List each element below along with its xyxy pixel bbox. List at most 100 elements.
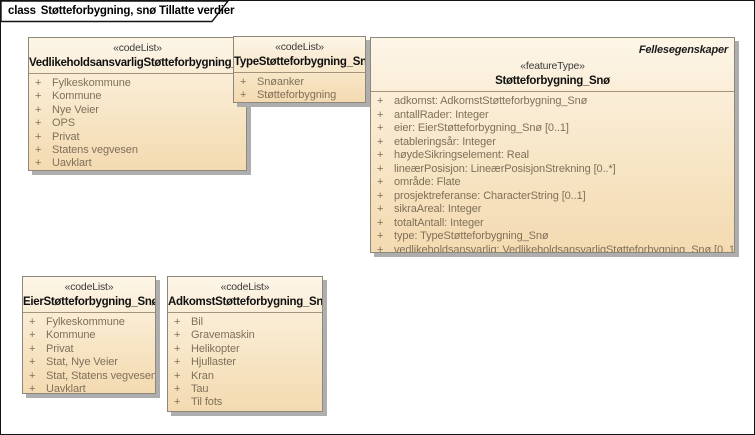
visibility-marker: +	[377, 243, 384, 253]
visibility-marker: +	[377, 230, 384, 242]
attribute-text: prosjektreferanse: CharacterString [0..1…	[394, 189, 586, 202]
codelist-type-stotteforbygning-sno[interactable]: «codeList» TypeStøtteforbygning_Snø +Snø…	[233, 36, 366, 103]
class-header: «codeList» AdkomstStøtteforbygning_Snø	[168, 277, 322, 313]
attribute-text: Fylkeskommune	[46, 316, 125, 328]
visibility-marker: +	[377, 216, 384, 229]
attribute-text: totaltAntall: Integer	[394, 216, 484, 229]
attribute-text: sikraAreal: Integer	[394, 203, 482, 215]
attribute-text: vedlikeholdsansvarlig: Vedlikeholdsansva…	[394, 243, 735, 253]
attribute-row: + Statens vegvesen	[29, 144, 246, 157]
class-header: Fellesegenskaper «featureType» Støttefor…	[371, 38, 734, 92]
visibility-marker: +	[35, 144, 42, 157]
codelist-eier-stotteforbygning-sno[interactable]: «codeList» EierStøtteforbygning_Snø + Fyl…	[22, 276, 156, 394]
attribute-text: Til fots	[191, 396, 223, 409]
visibility-marker: +	[35, 90, 42, 103]
attribute-text: Uavklart	[52, 157, 92, 170]
attribute-text: høydeSikringselement: Real	[394, 149, 529, 161]
attribute-row: +etableringsår: Integer	[371, 136, 734, 150]
attribute-row: + Uavklart	[23, 383, 155, 394]
fellesegenskaper-annotation: Fellesegenskaper	[638, 44, 728, 56]
attribute-text: eier: EierStøtteforbygning_Snø [0..1]	[394, 122, 569, 134]
visibility-marker: +	[29, 383, 36, 394]
attribute-text: type: TypeStøtteforbygning_Snø	[394, 230, 549, 242]
attribute-row: + vedlikeholdsansvarlig: Vedlikeholdsansv…	[371, 243, 735, 253]
visibility-marker: +	[29, 356, 36, 369]
visibility-marker: +	[174, 316, 181, 328]
visibility-marker: +	[35, 77, 42, 89]
attribute-row: + Stat, Statens vegvesen	[23, 370, 155, 383]
attribute-text: Privat	[46, 342, 74, 355]
codelist-adkomst-stotteforbygning-sno[interactable]: «codeList» AdkomstStøtteforbygning_Snø +…	[167, 276, 323, 412]
codelist-vedlikeholdsansvarlig-stotteforbygning-sno[interactable]: «codeList» VedlikeholdsansvarligStøttefo…	[28, 37, 247, 171]
stereotype-label: «codeList»	[64, 281, 114, 293]
visibility-marker: +	[377, 162, 384, 175]
attribute-row: + høydeSikringselement: Real	[371, 149, 734, 163]
attribute-text: Støtteforbygning	[257, 89, 337, 102]
visibility-marker: +	[174, 329, 181, 342]
attribute-text: Hjullaster	[191, 356, 236, 369]
visibility-marker: +	[377, 176, 384, 188]
attribute-row: +Helikopter	[168, 343, 322, 356]
stereotype-label: «codeList»	[220, 281, 270, 293]
class-header: «codeList» VedlikeholdsansvarligStøttefo…	[29, 38, 246, 74]
attribute-text: Stat, Nye Veier	[46, 356, 118, 369]
visibility-marker: +	[240, 76, 247, 88]
attribute-row: + antallRader: Integer	[371, 109, 734, 123]
visibility-marker: +	[174, 356, 181, 369]
attribute-text: OPS	[52, 117, 75, 130]
frame-keyword: class	[8, 5, 36, 17]
attribute-text: Privat	[52, 130, 80, 143]
visibility-marker: +	[35, 157, 42, 170]
stereotype-label: «codeList»	[113, 42, 162, 54]
attribute-row: +Kran	[168, 370, 322, 383]
class-name: Støtteforbygning_Snø	[495, 75, 610, 87]
visibility-marker: +	[377, 108, 384, 121]
attribute-row: +Fylkeskommune	[29, 77, 246, 90]
attribute-row: +Kommune	[29, 90, 246, 103]
attribute-row: +prosjektreferanse: CharacterString [0..…	[371, 190, 734, 204]
visibility-marker: +	[29, 342, 36, 355]
attribute-text: antallRader: Integer	[394, 108, 489, 121]
attribute-compartment: +Bil+Gravemaskin+Helikopter+Hjullaster+K…	[168, 313, 322, 410]
class-header: «codeList» TypeStøtteforbygning_Snø	[234, 37, 365, 73]
visibility-marker: +	[377, 203, 384, 215]
attribute-text: lineærPosisjon: LineærPosisjonStrekning …	[394, 162, 616, 175]
visibility-marker: +	[377, 122, 384, 134]
attribute-text: Uavklart	[46, 383, 86, 394]
attribute-row: +Snøanker	[234, 76, 365, 89]
attribute-row: + eier: EierStøtteforbygning_Snø [0..1]	[371, 122, 734, 136]
attribute-text: område: Flate	[394, 176, 461, 188]
visibility-marker: +	[377, 135, 384, 148]
visibility-marker: +	[174, 342, 181, 355]
attribute-row: + Privat	[29, 131, 246, 144]
stereotype-label: «featureType»	[520, 60, 585, 72]
visibility-marker: +	[35, 103, 42, 116]
featuretype-stotteforbygning-sno[interactable]: Fellesegenskaper «featureType» Støttefor…	[370, 37, 735, 253]
attribute-row: + lineærPosisjon: LineærPosisjonStrekning…	[371, 163, 734, 177]
visibility-marker: +	[35, 130, 42, 143]
class-name: EierStøtteforbygning_Snø	[23, 296, 155, 308]
attribute-row: + Hjullaster	[168, 356, 322, 369]
attribute-text: Tau	[191, 383, 209, 396]
attribute-row: + område: Flate	[371, 176, 734, 190]
attribute-row: +Støtteforbygning	[234, 89, 365, 102]
attribute-row: + Uavklart	[29, 157, 246, 170]
attribute-row: +Tau	[168, 383, 322, 396]
attribute-compartment: +adkomst: AdkomstStøtteforbygning_Snø+an…	[371, 92, 735, 253]
attribute-row: +Kommune	[23, 329, 155, 342]
frame-tab-shape	[1, 1, 229, 23]
visibility-marker: +	[377, 149, 384, 161]
attribute-row: + sikraAreal: Integer	[371, 203, 734, 217]
stereotype-label: «codeList»	[275, 41, 324, 53]
attribute-text: Statens vegvesen	[52, 144, 138, 157]
visibility-marker: +	[29, 369, 36, 382]
attribute-text: Stat, Statens vegvesen	[46, 369, 156, 382]
attribute-compartment: +Snøanker+Støtteforbygning	[234, 73, 365, 102]
attribute-compartment: +Fylkeskommune+Kommune+Privat+Stat, Nye …	[23, 313, 155, 394]
class-name: TypeStøtteforbygning_Snø	[234, 56, 365, 68]
attribute-row: +Gravemaskin	[168, 329, 322, 342]
visibility-marker: +	[29, 316, 36, 328]
attribute-row: + type: TypeStøtteforbygning_Snø	[371, 230, 734, 244]
